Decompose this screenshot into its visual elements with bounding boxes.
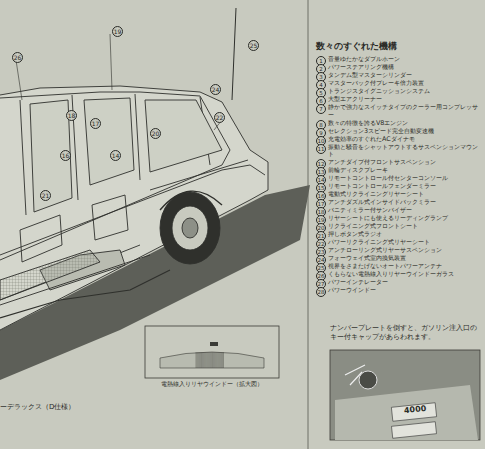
feature-item: リモートコントロールフェンダーミラー: [328, 183, 478, 191]
feature-item: 音量ゆたかなダブルホーン: [328, 56, 478, 64]
feature-item: リヤーシートにも使えるリーディングランプ: [328, 215, 478, 223]
rear-window-glass: [160, 352, 264, 368]
callout-number: 26: [12, 52, 23, 63]
leader-lines: [16, 34, 222, 130]
inset-caption: 電熱線入りリヤウインドー（拡大図）: [145, 380, 279, 389]
feature-item: 押しボタン式ラジオ: [328, 231, 478, 239]
feature-item: バニティミラー付サンバイザー: [328, 207, 478, 215]
feature-item: パワーステアリング機構: [328, 64, 478, 72]
feature-item: 視界をさまたげないオートパワーアンテナ: [328, 263, 478, 271]
feature-item: アンチダズル式インサイドバックミラー: [328, 199, 478, 207]
callout-number: 16: [60, 150, 71, 161]
callout-number: 11: [316, 144, 326, 154]
callout-number: 28: [316, 287, 326, 297]
feature-item: くもらない電熱線入りリヤーウインドーガラス: [328, 271, 478, 279]
feature-item: 大型エアクリーナー: [328, 96, 478, 104]
feature-item: マスターバック付ブレーキ倍力装置: [328, 80, 478, 88]
callout-number: 21: [40, 190, 51, 201]
model-caption: ーデラックス（D仕様）: [0, 402, 75, 412]
feature-item: 数々の特徴を誇るV8エンジン: [328, 120, 478, 128]
inset-box: 電熱線入りリヤウインドー（拡大図）: [145, 326, 279, 388]
heater-wires: [196, 352, 224, 368]
photo-box: ナンバープレートを倒すと、ガソリン注入口のキー付キャップがあらわれます。: [318, 318, 480, 440]
callout-number: 7: [316, 104, 326, 114]
photo-frame: [330, 350, 480, 440]
feature-item: アンチダイブ付フロントサスペンション: [328, 159, 478, 167]
callout-number: 24: [210, 84, 221, 95]
panel-divider: [308, 0, 309, 449]
feature-item: アンチローリング式リヤーサスペンション: [328, 247, 478, 255]
callout-number: 20: [150, 128, 161, 139]
feature-item: 静かで強力なスイッチタイプのクーラー用コンプレッサー: [328, 104, 478, 119]
power-antenna: [232, 8, 236, 100]
inset-frame: [145, 326, 279, 378]
third-light: [210, 342, 218, 346]
callout-number: 14: [110, 150, 121, 161]
callout-number: 22: [214, 112, 225, 123]
feature-item: パワーインテレーター: [328, 279, 478, 287]
callout-number: 17: [90, 118, 101, 129]
car-body: [0, 86, 268, 330]
feature-item: フォーウェイ式室内換気装置: [328, 255, 478, 263]
callout-number: 19: [112, 26, 123, 37]
feature-item: タンデム型マスターシリンダー: [328, 72, 478, 80]
number-plate: [391, 403, 436, 422]
panel-title: 数々のすぐれた機構: [316, 40, 476, 53]
hand: [345, 365, 365, 385]
feature-item: リクライニング式フロントシート: [328, 223, 478, 231]
feature-item: セレクション3スピード完全自動変速機: [328, 128, 478, 136]
feature-item: トランジスタイグニッションシステム: [328, 88, 478, 96]
number-plate-lowered: [391, 422, 436, 439]
feature-item: パワーウインドー: [328, 287, 478, 295]
feature-item: 振動と騒音をシャットアウトするサスペンションマウント: [328, 144, 478, 159]
callout-number: 18: [66, 110, 77, 121]
feature-item: 電動式リクライニングリヤーシート: [328, 191, 478, 199]
feature-item: 前輪ディスクブレーキ: [328, 167, 478, 175]
rear-bumper: [335, 385, 478, 440]
feature-item: 充電効率のすぐれたACダイナモ: [328, 136, 478, 144]
feature-item: パワーリクライニング式リヤーシート: [328, 239, 478, 247]
photo-note: ナンバープレートを倒すと、ガソリン注入口のキー付キャップがあらわれます。: [330, 324, 480, 342]
callout-number: 25: [248, 40, 259, 51]
fuel-cap: [359, 371, 377, 389]
feature-item: リモートコントロール付センターコンソール: [328, 175, 478, 183]
